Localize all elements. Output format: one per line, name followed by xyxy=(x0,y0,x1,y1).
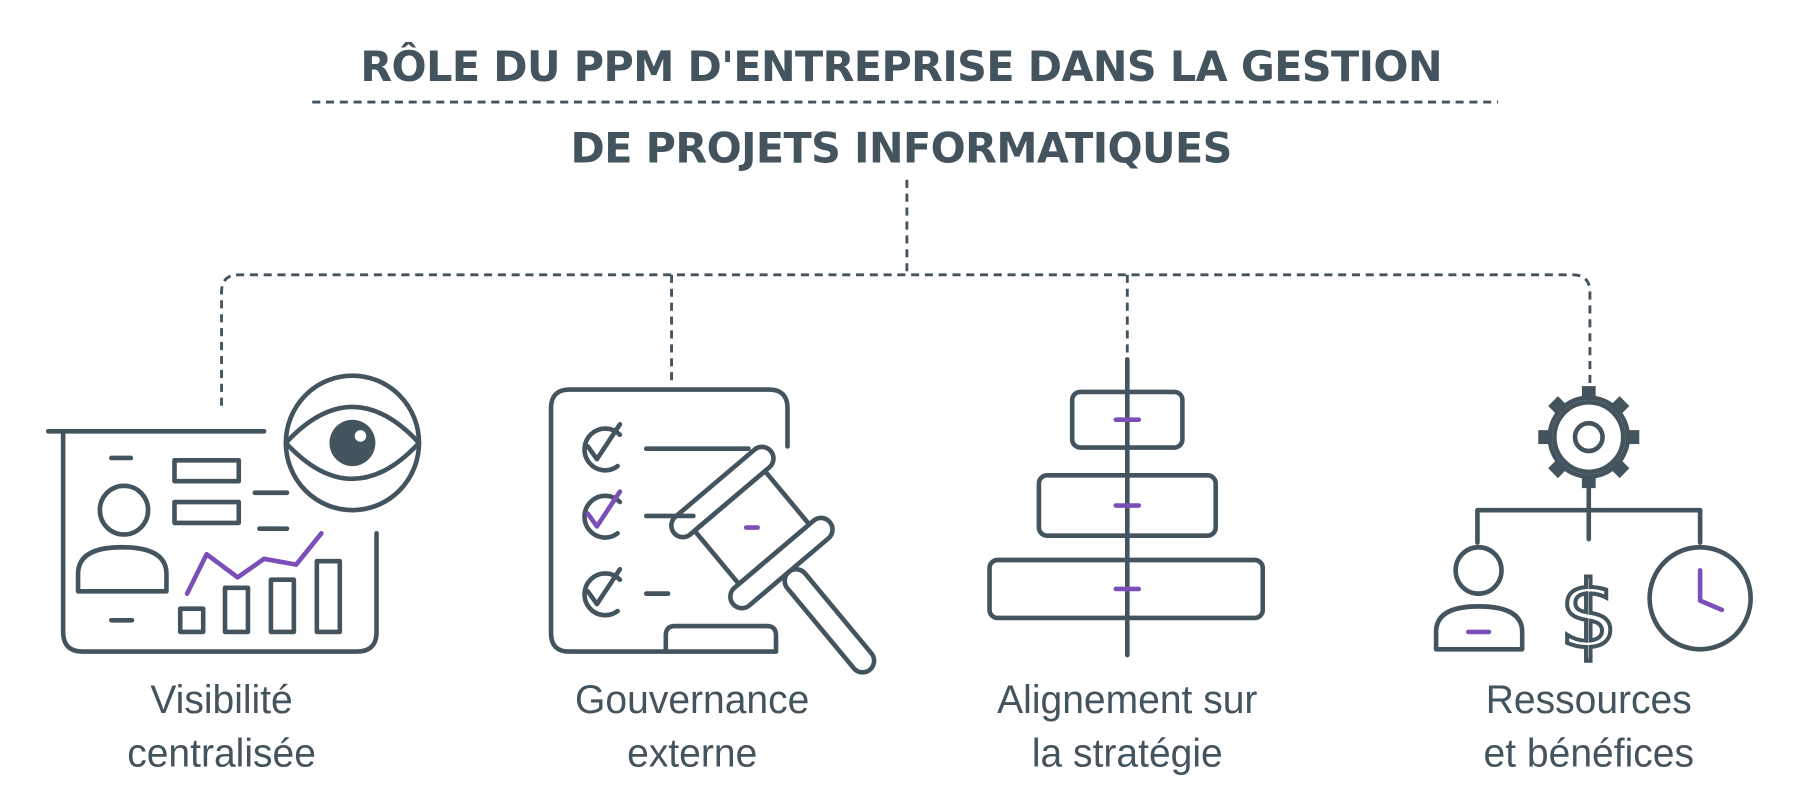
item-label-line-1: Gouvernance xyxy=(575,678,809,722)
item-gouvernance: Gouvernance externe xyxy=(575,678,809,776)
item-label-line-2: centralisée xyxy=(127,731,316,775)
title-line-2: DE PROJETS INFORMATIQUES xyxy=(570,123,1231,172)
dashboard-eye-icon xyxy=(45,373,422,654)
item-label-line-1: Visibilité xyxy=(150,678,292,722)
alignment-stack-icon xyxy=(987,357,1266,658)
item-label-line-1: Ressources xyxy=(1486,678,1692,722)
item-label-line-1: Alignement sur xyxy=(997,678,1257,722)
checklist-gavel-icon xyxy=(548,387,877,675)
item-alignement: Alignement sur la stratégie xyxy=(997,678,1257,776)
connector-lines xyxy=(220,179,1592,406)
item-visibilite: Visibilité centralisée xyxy=(127,678,316,776)
item-label-line-2: et bénéfices xyxy=(1484,731,1694,775)
gear-resources-icon: $ xyxy=(1433,386,1753,671)
item-label-line-2: la stratégie xyxy=(1032,731,1223,775)
title-line-1: RÔLE DU PPM D'ENTREPRISE DANS LA GESTION xyxy=(360,42,1442,91)
item-label-line-2: externe xyxy=(627,731,757,775)
dollar-icon: $ xyxy=(1560,561,1618,670)
item-ressources: Ressources et bénéfices xyxy=(1484,678,1694,776)
